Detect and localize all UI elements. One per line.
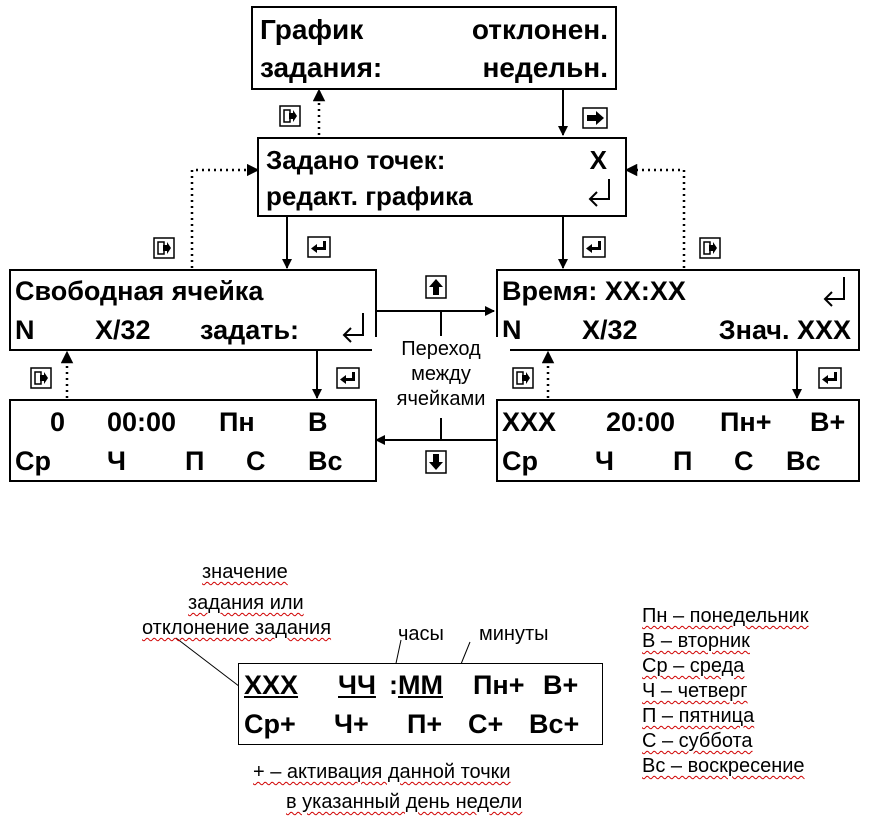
down-arrow-key-icon (425, 450, 447, 474)
screen-text: Задано точек: (266, 145, 446, 175)
legend-day-field: В+ (543, 670, 579, 700)
day-legend-item: Ср – среда (642, 655, 745, 677)
exit-key-icon (279, 105, 301, 127)
legend-day-field: Ср+ (244, 709, 296, 739)
legend-day-field: П+ (407, 709, 443, 739)
screen-text: недельн. (482, 52, 608, 83)
up-arrow-key-icon (425, 275, 447, 299)
screen-text: Ч (595, 446, 614, 476)
enter-key-icon (818, 367, 842, 389)
screen-text: N (502, 315, 522, 345)
screen-text: Вс (786, 446, 821, 476)
enter-symbol-icon (588, 179, 610, 207)
next-arrow-key-icon (582, 107, 608, 129)
screen-text: 20:00 (606, 407, 676, 437)
screen-text: задать: (200, 315, 300, 345)
screen-text: В (308, 407, 328, 437)
screen-schedule-menu[interactable]: График отклонен. задания: недельн. (251, 6, 617, 90)
day-legend-item: С – суббота (642, 730, 753, 752)
screen-text: Свободная ячейка (15, 276, 264, 306)
day-legend-item: В – вторник (642, 630, 750, 652)
enter-key-icon (336, 367, 360, 389)
screen-text: Пн (219, 407, 255, 437)
transition-label: Переход между ячейками (372, 337, 510, 412)
screen-text: 0 (50, 407, 66, 437)
screen-cell-empty[interactable]: 0 00:00 Пн В Ср Ч П С Вс (9, 399, 377, 482)
screen-text: X/32 (582, 315, 638, 345)
screen-text: X (589, 145, 607, 175)
legend-screen-example: XXX ЧЧ : ММ Пн+ В+ Ср+ Ч+ П+ С+ Вс+ (238, 663, 603, 745)
legend-day-field: Ч+ (334, 709, 369, 739)
legend-value-field: XXX (244, 670, 299, 700)
transition-label-line: Переход (401, 338, 481, 360)
screen-text: N (15, 315, 35, 345)
exit-key-icon (30, 367, 52, 389)
screen-text: В+ (810, 407, 846, 437)
screen-text: Время: XX:XX (502, 276, 686, 306)
callout-value-line: задания или (188, 592, 304, 614)
exit-key-icon (699, 237, 721, 259)
legend-day-field: С+ (468, 709, 504, 739)
screen-free-cell[interactable]: Свободная ячейка N X/32 задать: (9, 269, 377, 351)
screen-text: С (246, 446, 266, 476)
legend-day-field: Пн+ (473, 670, 525, 700)
legend-hours-field: ЧЧ (338, 670, 376, 700)
screen-text: П (185, 446, 205, 476)
plus-note-line: + – активация данной точки (253, 761, 511, 783)
day-legend-item: Вс – воскресение (642, 755, 805, 777)
legend-day-field: Вс+ (529, 709, 580, 739)
solid-arrows (282, 88, 802, 445)
callout-value-line: значение (202, 561, 288, 583)
screen-text: График (260, 14, 364, 45)
callout-value-line: отклонение задания (142, 617, 332, 639)
screen-cell-filled[interactable]: XXX 20:00 Пн+ В+ Ср Ч П С Вс (496, 399, 860, 482)
screen-text: Ср (15, 446, 51, 476)
screen-text: XXX (502, 407, 557, 437)
enter-key-icon (582, 236, 606, 258)
enter-key-icon (307, 236, 331, 258)
legend-minutes-field: ММ (398, 670, 443, 700)
screen-text: 00:00 (107, 407, 177, 437)
screen-points-set[interactable]: Задано точек: X редакт. графика (257, 137, 627, 217)
screen-time-value[interactable]: Время: XX:XX N X/32 Знач. XXX (496, 269, 860, 351)
enter-symbol-icon (342, 313, 364, 343)
day-legend-item: Пн – понедельник (642, 605, 809, 627)
screen-text: П (673, 446, 693, 476)
screen-text: Ч (107, 446, 126, 476)
legend-colon: : (389, 670, 398, 700)
screen-text: Ср (502, 446, 538, 476)
exit-key-icon (153, 237, 175, 259)
day-legend-item: Ч – четверг (642, 680, 748, 702)
screen-text: X/32 (95, 315, 151, 345)
screen-text: задания: (260, 52, 383, 83)
dotted-arrows (60, 88, 686, 398)
screen-text: редакт. графика (266, 181, 473, 211)
exit-key-icon (512, 367, 534, 389)
day-legend: Пн – понедельник В – вторник Ср – среда … (642, 604, 809, 779)
plus-note-line: в указанный день недели (286, 791, 523, 813)
screen-text: Пн+ (720, 407, 772, 437)
screen-text: Знач. XXX (718, 315, 851, 345)
callout-minutes: минуты (479, 623, 549, 645)
screen-text: Вс (308, 446, 343, 476)
day-legend-item: П – пятница (642, 705, 755, 727)
screen-text: отклонен. (471, 14, 608, 45)
callout-hours: часы (398, 623, 444, 645)
transition-label-line: между (411, 363, 471, 385)
transition-label-line: ячейками (396, 388, 486, 410)
enter-symbol-icon (823, 277, 845, 307)
screen-text: С (734, 446, 754, 476)
